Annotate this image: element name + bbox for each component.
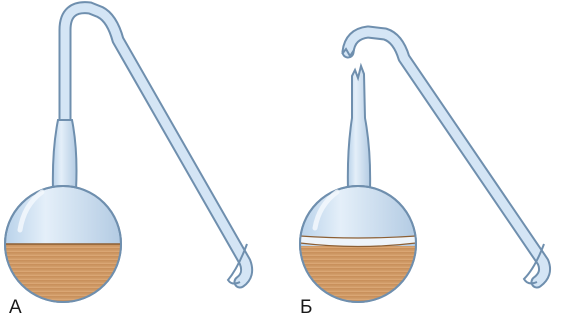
panel-label-b: Б — [300, 297, 312, 318]
flask-b: Б — [290, 32, 545, 318]
flask-b-liquid-surface — [300, 236, 416, 247]
flask-a-neck — [53, 120, 77, 190]
panel-label-a: А — [9, 297, 22, 318]
flask-b-neck — [348, 66, 370, 190]
flask-a: А — [0, 8, 247, 318]
